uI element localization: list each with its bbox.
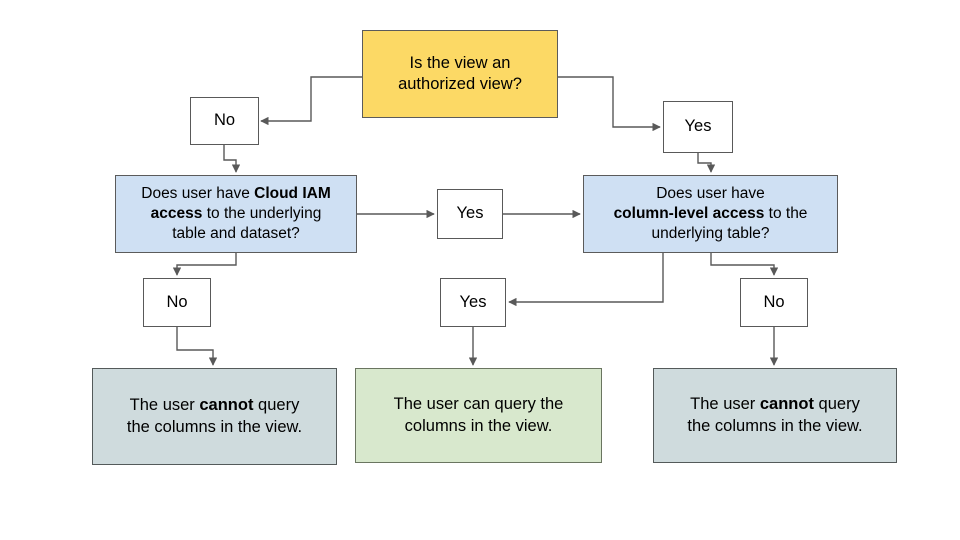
node-iam-yes-label[interactable]: Yes <box>437 189 503 239</box>
node-column-no-label-text: No <box>763 292 785 311</box>
node-column-no-label[interactable]: No <box>740 278 808 327</box>
node-iam-yes-label-text: Yes <box>456 204 484 223</box>
node-column-yes-label[interactable]: Yes <box>440 278 506 327</box>
edge-start-to-yes <box>558 76 661 132</box>
edge-column-to-yes <box>508 253 664 307</box>
node-iam-no-label[interactable]: No <box>143 278 211 327</box>
edge-iam-to-no <box>172 253 237 276</box>
edge-column-to-no <box>710 253 779 276</box>
edge-no-to-deny-result <box>176 327 218 366</box>
edge-start-to-no <box>260 76 362 126</box>
node-start-yes-label[interactable]: Yes <box>663 101 733 153</box>
edge-yes-to-column-question <box>697 153 716 173</box>
edge-no-to-iam-question <box>223 145 241 173</box>
node-start-no-label-text: No <box>213 111 236 130</box>
node-iam-no-label-text: No <box>166 292 188 311</box>
node-start-no-label[interactable]: No <box>190 97 259 145</box>
node-start-yes-label-text: Yes <box>684 117 712 136</box>
node-column-yes-label-text: Yes <box>459 292 487 311</box>
